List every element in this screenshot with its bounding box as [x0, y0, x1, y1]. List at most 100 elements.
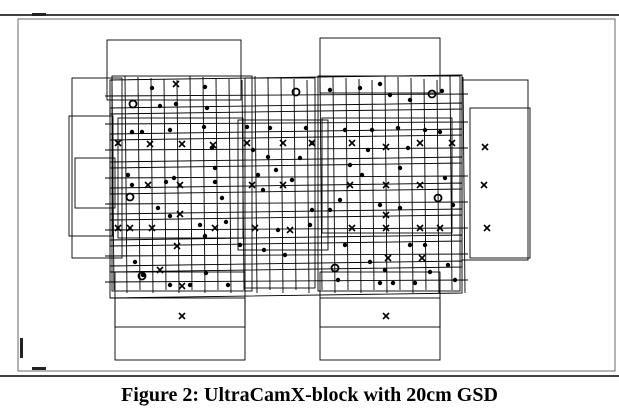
ground-control-point-marker	[137, 271, 147, 281]
footprint-right-block	[317, 75, 461, 292]
tie-point-marker	[173, 101, 179, 107]
tie-point-marker	[125, 172, 131, 178]
image-boundary-line	[410, 77, 414, 294]
strip-footprint	[109, 260, 463, 299]
tie-point-marker	[237, 242, 243, 248]
tie-point-marker	[260, 187, 266, 193]
check-point-marker	[178, 312, 186, 320]
check-point-marker	[348, 139, 356, 147]
ground-control-point-marker	[128, 99, 138, 109]
ground-control-point-marker	[433, 193, 443, 203]
tie-point-marker	[397, 165, 403, 171]
tie-point-marker	[347, 162, 353, 168]
tie-point-marker	[187, 282, 193, 288]
footprint-bottom-right-inner	[319, 271, 441, 328]
tie-point-marker	[450, 202, 456, 208]
plot-frame	[17, 18, 616, 372]
tie-point-marker	[219, 195, 225, 201]
check-point-marker	[243, 139, 251, 147]
check-point-marker	[251, 224, 259, 232]
check-point-marker	[382, 181, 390, 189]
tie-point-marker	[202, 233, 208, 239]
tie-point-marker	[422, 127, 428, 133]
image-boundary-line	[215, 77, 219, 291]
photogrammetry-block-diagram	[0, 13, 619, 377]
tie-point-marker	[377, 202, 383, 208]
tie-point-marker	[171, 175, 177, 181]
tie-point-marker	[212, 165, 218, 171]
tie-point-marker	[369, 127, 375, 133]
check-point-marker	[156, 266, 164, 274]
check-point-marker	[384, 254, 392, 262]
tie-point-marker	[203, 270, 209, 276]
check-point-marker	[248, 181, 256, 189]
tie-point-marker	[204, 105, 210, 111]
tie-point-marker	[297, 155, 303, 161]
overlap-line	[104, 279, 469, 283]
tie-point-marker	[337, 197, 343, 203]
tie-point-marker	[327, 87, 333, 93]
tie-point-marker	[342, 127, 348, 133]
ground-control-point-marker	[330, 263, 340, 273]
tie-point-marker	[387, 92, 393, 98]
footprint-bottom-right	[319, 297, 441, 361]
tie-point-marker	[412, 280, 418, 286]
footprint-bottom-left	[114, 297, 246, 361]
check-point-marker	[448, 139, 456, 147]
tie-point-marker	[129, 129, 135, 135]
image-boundary-line	[267, 76, 271, 291]
check-point-marker	[146, 140, 154, 148]
overlap-line	[104, 147, 469, 151]
footprint-side-right	[461, 79, 529, 261]
tie-point-marker	[422, 242, 428, 248]
check-point-marker	[480, 181, 488, 189]
tie-point-marker	[367, 259, 373, 265]
tie-point-marker	[303, 125, 309, 131]
tie-point-marker	[132, 259, 138, 265]
tie-point-marker	[437, 129, 443, 135]
tie-point-marker	[377, 280, 383, 286]
tie-point-marker	[129, 182, 135, 188]
footprint-side-left	[68, 115, 114, 237]
tie-point-marker	[201, 124, 207, 130]
tie-point-marker	[335, 277, 341, 283]
image-boundary-line	[163, 78, 167, 291]
tie-point-marker	[439, 88, 445, 94]
footprint-left-block	[111, 75, 253, 292]
overlap-line	[104, 175, 469, 179]
tie-point-marker	[307, 222, 313, 228]
tie-point-marker	[382, 267, 388, 273]
check-point-marker	[126, 224, 134, 232]
image-boundary-line	[202, 76, 206, 294]
check-point-marker	[279, 181, 287, 189]
tie-point-marker	[309, 140, 315, 146]
tie-point-marker	[265, 154, 271, 160]
strip-footprint	[109, 208, 463, 247]
strip-footprint	[109, 102, 463, 141]
footprint-left-core	[117, 117, 244, 239]
check-point-marker	[418, 254, 426, 262]
image-footprints	[68, 37, 531, 361]
tie-point-marker	[167, 282, 173, 288]
image-boundary-line	[137, 76, 141, 291]
check-point-marker	[144, 181, 152, 189]
check-point-marker	[382, 224, 390, 232]
tie-point-marker	[427, 269, 433, 275]
check-point-marker	[114, 224, 122, 232]
tie-point-marker	[395, 125, 401, 131]
footprint-bottom-left-inner	[114, 271, 246, 328]
footprint-top-right	[319, 37, 441, 94]
ground-control-point-marker	[427, 89, 437, 99]
tie-point-marker	[202, 84, 208, 90]
tie-point-marker	[365, 147, 371, 153]
tie-point-marker	[452, 277, 458, 283]
tie-point-marker	[261, 247, 267, 253]
tie-point-marker	[223, 219, 229, 225]
figure-caption: Figure 2: UltraCamX-block with 20cm GSD	[121, 384, 498, 406]
tie-point-marker	[407, 242, 413, 248]
image-boundary-line	[293, 78, 297, 291]
tie-point-marker	[445, 262, 451, 268]
footprint-right-core	[321, 117, 453, 234]
tie-point-marker	[209, 145, 215, 151]
check-point-marker	[176, 181, 184, 189]
